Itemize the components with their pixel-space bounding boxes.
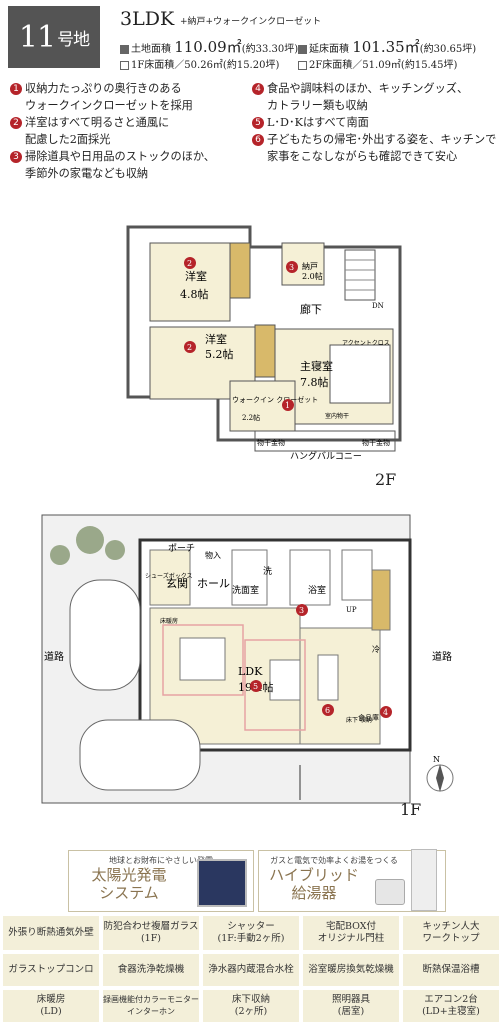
marker-1: 1: [282, 399, 294, 411]
hanging-balcony: ハングバルコニー: [290, 450, 362, 462]
room-western-1: 洋室: [185, 269, 207, 283]
marker-3-1f: 3: [296, 604, 308, 616]
master-bedroom: 主寝室: [300, 359, 333, 373]
equipment-water-heater: ガスと電気で効率よくお湯をつくる ハイブリッド 給湯器: [258, 849, 446, 912]
north-label: N: [433, 755, 440, 764]
marker-2-a: 2: [184, 257, 196, 269]
indoor-drying: 室内物干: [325, 412, 349, 420]
hallway-2f: 廊下: [300, 302, 322, 316]
drying-hardware-right: 物干金物: [362, 438, 390, 447]
floor-label-1f: 1F: [400, 800, 422, 819]
option-item: 宅配BOX付 オリジナル門柱: [303, 916, 399, 950]
option-item: 外張り断熱通気外壁: [3, 916, 99, 950]
garden-plants: [50, 526, 125, 565]
option-item: エアコン2台 (LD+主寝室): [403, 990, 499, 1022]
fridge: 冷: [372, 644, 380, 654]
washroom: 洗面室: [232, 584, 259, 596]
square-icon: [298, 61, 307, 70]
accent-cross: アクセントクロス: [342, 340, 390, 347]
outdoor-unit-icon: [375, 879, 405, 905]
f1-area: 1F床面積／50.26㎡(約15.20坪): [120, 56, 279, 71]
option-item: 食器洗浄乾燥機: [103, 954, 199, 986]
square-icon: [120, 45, 129, 54]
storage-room-size: 2.0帖: [302, 271, 323, 281]
marker-3: 3: [286, 261, 298, 273]
floor-plan-2f: 洋室 4.8帖 洋室 5.2帖 納戸 2.0帖 廊下 主寝室 7.8帖 ウォーク…: [126, 225, 402, 462]
room-western-2-size: 5.2帖: [205, 348, 234, 361]
layout-sub: +納戸+ウォークインクローゼット: [180, 17, 322, 27]
drying-hardware-left: 物干金物: [257, 438, 285, 447]
svg-text:2: 2: [187, 259, 192, 268]
option-item: 防犯合わせ複層ガラス (1F): [103, 916, 199, 950]
option-item: シャッター (1F:手動2ヶ所): [203, 916, 299, 950]
bathroom: 浴室: [308, 584, 326, 596]
floor-area: 延床面積 101.35㎡(約30.65坪): [298, 36, 476, 57]
svg-text:3: 3: [289, 263, 294, 272]
hall-1f: ホール: [197, 577, 230, 590]
room-western-2: 洋室: [205, 332, 227, 346]
floor-storage: 床下 収納: [346, 716, 372, 724]
shoes-box: シューズボックス: [145, 572, 193, 580]
lot-suffix: 号地: [57, 29, 90, 50]
option-item: 浴室暖房換気乾燥機: [303, 954, 399, 986]
compass-icon: [426, 764, 454, 792]
walk-in-closet: ウォークイン クローゼット: [232, 395, 318, 404]
road-left: 道路: [44, 650, 64, 663]
storage-1f: 物入: [205, 550, 221, 560]
option-item: 床下収納 (2ヶ所): [203, 990, 299, 1022]
porch: ポーチ: [168, 543, 195, 554]
road-right: 道路: [432, 650, 452, 663]
layout-type: 3LDK: [120, 8, 175, 30]
square-icon: [298, 45, 307, 54]
entrance: 玄関: [166, 576, 188, 590]
svg-text:6: 6: [325, 706, 330, 715]
option-item: 床暖房 (LD): [3, 990, 99, 1022]
pantry: 食品庫: [358, 713, 379, 722]
solar-panel-icon: [197, 859, 247, 907]
marker-5: 5: [250, 680, 262, 692]
f2-area: 2F床面積／51.09㎡(約15.45坪): [298, 56, 457, 71]
down-marker: DN: [372, 302, 384, 310]
svg-text:4: 4: [383, 708, 388, 717]
floor-heating: 床暖房: [160, 617, 178, 625]
ldk: LDK: [238, 665, 263, 678]
room-western-1-size: 4.8帖: [180, 288, 209, 301]
option-item: 断熱保温浴槽: [403, 954, 499, 986]
stairs-2f: [345, 259, 375, 291]
walk-in-closet-size: 2.2帖: [242, 413, 260, 422]
floor-plan-1f: N ポーチ 物入 玄関 ホール 洗面室 洗 浴室 UP 床暖房 シューズボックス…: [41, 514, 454, 804]
floor-label-2f: 2F: [375, 470, 397, 489]
storage-room: 納戸: [302, 261, 318, 271]
option-item: ガラストップコンロ: [3, 954, 99, 986]
option-item: 照明器具 (居室): [303, 990, 399, 1022]
marker-2-b: 2: [184, 341, 196, 353]
svg-text:3: 3: [299, 606, 304, 615]
option-item: 浄水器内蔵混合水栓: [203, 954, 299, 986]
lot-number: 11: [18, 19, 56, 55]
option-item: 録画機能付カラーモニター インターホン: [103, 990, 199, 1022]
svg-text:2: 2: [187, 343, 192, 352]
marker-6: 6: [322, 704, 334, 716]
square-icon: [120, 61, 129, 70]
equipment-solar: 地球とお財布にやさしい発電 太陽光発電 システム: [68, 850, 254, 912]
option-item: キッチン人大 ワークトップ: [403, 916, 499, 950]
svg-text:5: 5: [253, 682, 258, 691]
toilet: 洗: [263, 565, 272, 577]
master-bedroom-size: 7.8帖: [300, 376, 329, 389]
up-marker: UP: [346, 606, 357, 614]
marker-4: 4: [380, 706, 392, 718]
land-area: 土地面積 110.09㎡(約33.30坪): [120, 36, 298, 57]
tank-icon: [411, 849, 437, 911]
svg-text:1: 1: [285, 401, 290, 410]
